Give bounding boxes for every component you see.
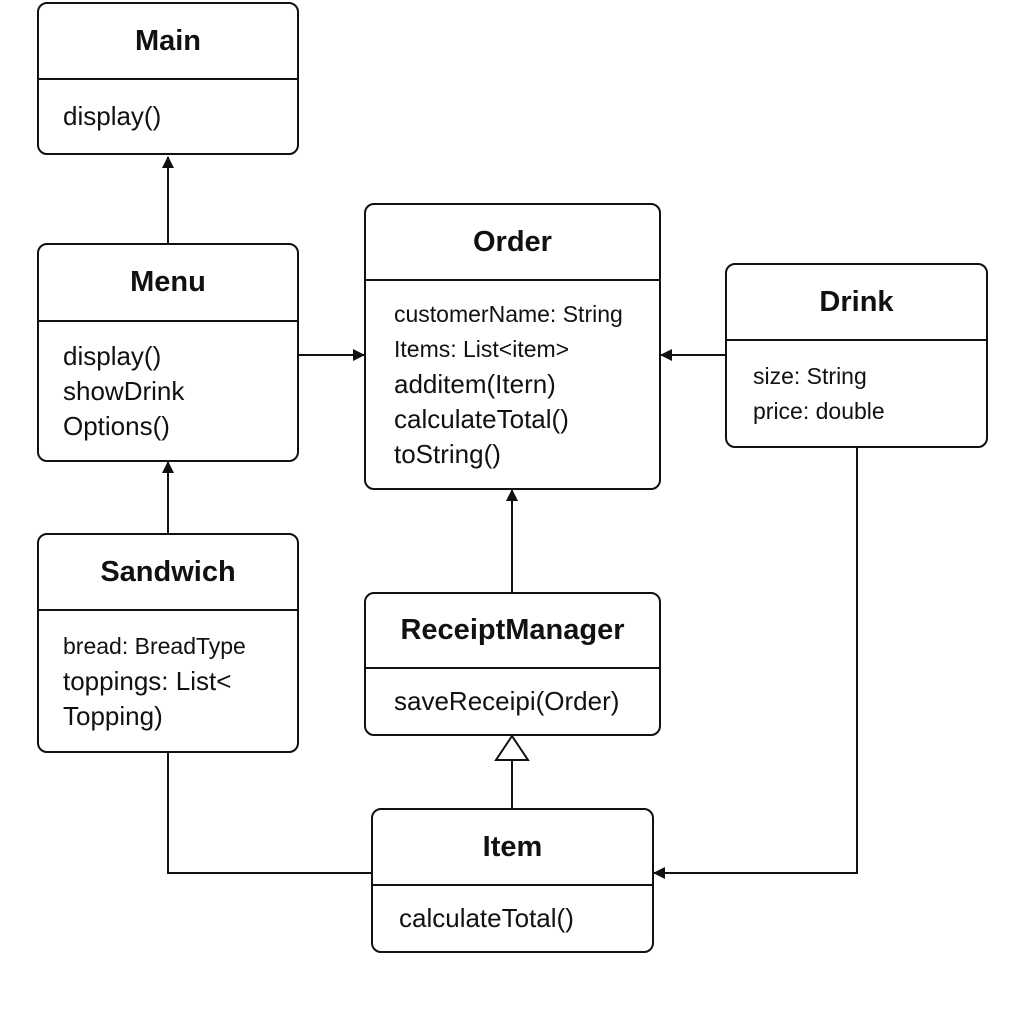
member-line: additem(Itern): [394, 369, 556, 399]
class-order-name: Order: [366, 205, 659, 281]
member-line: display(): [63, 101, 162, 131]
class-sandwich-members: bread: BreadType toppings: List< Topping…: [39, 611, 297, 751]
class-menu: Menu display() showDrink Options(): [37, 243, 299, 462]
member-line: Options(): [63, 410, 170, 441]
member-line: bread: BreadType: [63, 632, 246, 659]
class-main-members: display(): [39, 80, 297, 153]
class-receiptmanager-name: ReceiptManager: [366, 594, 659, 669]
class-sandwich-name: Sandwich: [39, 535, 297, 611]
member-line: Topping): [63, 700, 163, 731]
member-line: Items: List<item>: [394, 336, 570, 362]
member-line: size: String: [753, 362, 867, 389]
class-item-name: Item: [373, 810, 652, 886]
class-menu-name: Menu: [39, 245, 297, 322]
class-drink: Drink size: String price: double: [725, 263, 988, 448]
member-line: showDrink: [63, 375, 185, 406]
class-order-members: customerName: String Items: List<item> a…: [366, 281, 659, 488]
class-menu-members: display() showDrink Options(): [39, 322, 297, 460]
member-line: saveReceipi(Order): [394, 686, 620, 716]
class-drink-members: size: String price: double: [727, 341, 986, 446]
member-line: toString(): [394, 439, 501, 469]
class-main-name: Main: [39, 4, 297, 80]
member-line: display(): [63, 340, 162, 371]
class-sandwich: Sandwich bread: BreadType toppings: List…: [37, 533, 299, 753]
member-line: price: double: [753, 397, 885, 424]
class-receiptmanager-members: saveReceipi(Order): [366, 669, 659, 734]
class-order: Order customerName: String Items: List<i…: [364, 203, 661, 490]
class-receiptmanager: ReceiptManager saveReceipi(Order): [364, 592, 661, 736]
connector-sandwich-to-item: [167, 753, 371, 874]
class-item-members: calculateTotal(): [373, 886, 652, 951]
inheritance-triangle: [494, 734, 530, 761]
class-drink-name: Drink: [727, 265, 986, 341]
class-item: Item calculateTotal(): [371, 808, 654, 953]
class-main: Main display(): [37, 2, 299, 155]
member-line: customerName: String: [394, 301, 623, 327]
connector-drink-to-item: [653, 448, 858, 879]
member-line: calculateTotal(): [399, 903, 574, 933]
member-line: calculateTotal(): [394, 404, 569, 434]
member-line: toppings: List<: [63, 665, 232, 696]
